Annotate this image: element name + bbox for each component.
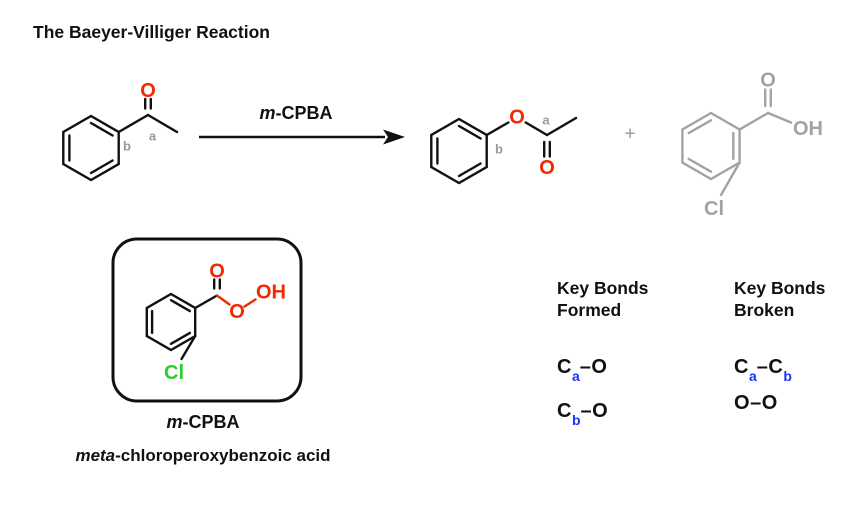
bond [215, 294, 231, 306]
bond [117, 113, 150, 134]
byproduct-mcba-structure [681, 88, 793, 197]
key-bonds-broken-line2: Broken [734, 300, 795, 320]
reaction-arrow-head [383, 129, 405, 145]
key-bonds-broken-header: Key Bonds Broken [734, 277, 825, 321]
bond-formed-2: Cb–O [557, 400, 609, 428]
bond [719, 161, 741, 197]
bond-subscript: a [571, 368, 580, 384]
bond [180, 334, 197, 361]
mcpba-highlight-box [111, 237, 303, 403]
atom-symbol: C [557, 356, 572, 378]
benzene-ring [681, 111, 741, 181]
peroxy-oxygen-atom: O [229, 301, 245, 323]
mcpba-name-rest: -CPBA [182, 412, 240, 432]
bond-broken-1: Ca–Cb [734, 356, 792, 384]
reagent-label-rest: -CPBA [275, 103, 333, 123]
ester-oxygen-atom: O [509, 107, 525, 129]
bond [687, 119, 713, 135]
reagent-label: m-CPBA [236, 103, 356, 124]
bond [243, 298, 257, 308]
plus-sign: + [624, 124, 635, 145]
bond-subscript: a [748, 368, 757, 384]
atom-symbol: C [557, 400, 572, 422]
mcpba-full-name-label: meta-chloroperoxybenzoic acid [23, 446, 383, 466]
page-title: The Baeyer-Villiger Reaction [33, 22, 270, 42]
reaction-arrow [199, 129, 405, 145]
bond [169, 331, 192, 345]
locant-b-label: b [123, 139, 131, 154]
atom-symbol: O [734, 392, 751, 414]
mcpba-name-label: m-CPBA [103, 412, 303, 433]
carbonyl-oxygen-atom: O [539, 157, 555, 179]
mcpba-full-name-rest: -chloroperoxybenzoic acid [115, 446, 331, 465]
bond [457, 162, 482, 178]
bond-dash: – [750, 392, 762, 414]
key-bonds-formed-line2: Formed [557, 300, 622, 320]
bond [524, 121, 549, 137]
locant-a-label: a [542, 113, 550, 128]
bond [687, 157, 713, 173]
benzene-ring [430, 117, 488, 185]
bond [169, 299, 192, 313]
atom-symbol: O [592, 400, 609, 422]
atom-symbol: O [591, 356, 608, 378]
mcpba-name-italic-prefix: m [166, 412, 183, 432]
locant-a-label: a [149, 129, 157, 144]
hydroxyl-group: OH [793, 118, 823, 140]
locant-b-label: b [495, 142, 503, 157]
bond-subscript: b [571, 412, 581, 428]
bond-dash: – [580, 400, 593, 422]
bond [146, 113, 179, 134]
product-phenyl-acetate-structure [430, 116, 578, 185]
benzene-ring [62, 114, 120, 182]
reagent-label-italic-prefix: m [259, 103, 276, 123]
bond [457, 124, 482, 140]
bond-broken-2: O–O [734, 392, 778, 417]
atom-symbol: C [734, 356, 749, 378]
oxygen-atom: O [140, 80, 156, 102]
carbonyl-oxygen-atom: O [209, 261, 225, 283]
key-bonds-formed-header: Key Bonds Formed [557, 277, 648, 321]
key-bonds-formed-line1: Key Bonds [557, 278, 649, 298]
bond [193, 294, 219, 310]
key-bonds-broken-line1: Key Bonds [734, 278, 826, 298]
hydroxyl-group: OH [256, 282, 286, 304]
chlorine-atom: Cl [704, 198, 724, 220]
atom-symbol: C [768, 356, 784, 378]
bond [545, 116, 578, 137]
mcpba-structure [145, 278, 257, 361]
reactant-acetophenone-structure [62, 97, 179, 182]
chlorine-atom: Cl [164, 362, 184, 384]
bond [485, 121, 510, 137]
carbonyl-oxygen-atom: O [760, 70, 776, 92]
bond-subscript: b [783, 368, 792, 384]
bond [89, 159, 114, 175]
benzene-ring [145, 292, 197, 352]
mcpba-full-name-italic-prefix: meta [75, 446, 116, 465]
bond-formed-1: Ca–O [557, 356, 608, 384]
atom-symbol: O [761, 392, 778, 414]
bond-dash: – [756, 356, 769, 378]
bond [738, 111, 770, 131]
bond [766, 111, 793, 124]
bond-dash: – [579, 356, 592, 378]
bond [89, 121, 114, 137]
